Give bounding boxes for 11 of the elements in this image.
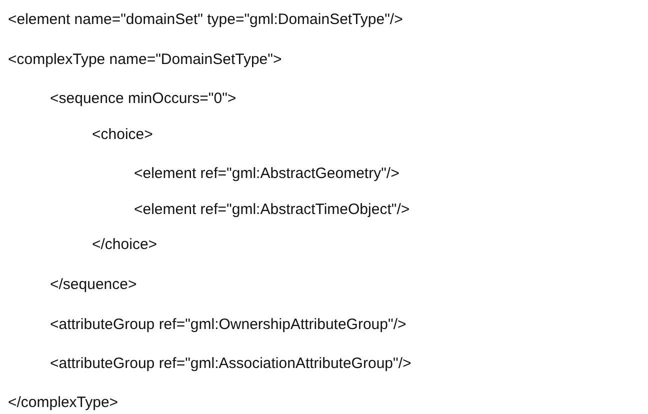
code-line: <element ref="gml:AbstractTimeObject"/> bbox=[134, 201, 410, 219]
code-line: </sequence> bbox=[50, 276, 137, 294]
code-line: <element ref="gml:AbstractGeometry"/> bbox=[134, 165, 400, 183]
code-line: <sequence minOccurs="0"> bbox=[50, 90, 236, 108]
code-line: <attributeGroup ref="gml:OwnershipAttributeGroup"/> bbox=[50, 316, 406, 334]
code-line: </choice> bbox=[92, 236, 158, 254]
code-line: <attributeGroup ref="gml:AssociationAttributeGroup"/> bbox=[50, 355, 412, 373]
code-line: <element name="domainSet" type="gml:DomainSetType"/> bbox=[8, 11, 403, 29]
code-line: <choice> bbox=[92, 126, 153, 144]
code-line: <complexType name="DomainSetType"> bbox=[8, 51, 282, 69]
code-line: </complexType> bbox=[8, 394, 118, 412]
